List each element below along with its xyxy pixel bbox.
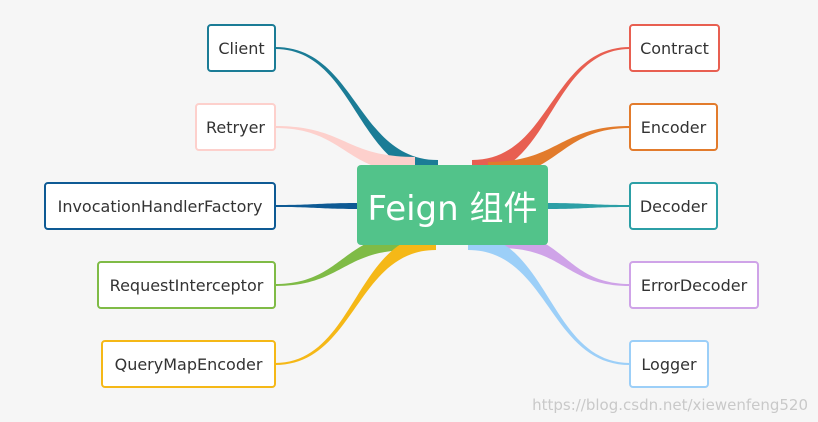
link-invocation-handler-factory	[275, 203, 360, 209]
link-error-decoder	[500, 232, 630, 286]
node-contract[interactable]: Contract	[629, 24, 720, 72]
link-client	[275, 47, 438, 176]
node-query-map-encoder[interactable]: QueryMapEncoder	[101, 340, 276, 388]
link-contract	[472, 47, 630, 176]
watermark-text: https://blog.csdn.net/xiewenfeng520	[532, 396, 808, 414]
node-invocation-handler-factory[interactable]: InvocationHandlerFactory	[44, 182, 276, 230]
link-request-interceptor	[275, 234, 410, 286]
node-client[interactable]: Client	[207, 24, 276, 72]
link-retryer	[275, 126, 415, 173]
node-error-decoder[interactable]: ErrorDecoder	[629, 261, 759, 309]
link-query-map-encoder	[275, 234, 436, 365]
node-encoder[interactable]: Encoder	[629, 103, 718, 151]
link-decoder	[546, 203, 630, 209]
node-retryer[interactable]: Retryer	[195, 103, 276, 151]
center-node[interactable]: Feign 组件	[357, 165, 548, 245]
node-decoder[interactable]: Decoder	[629, 182, 718, 230]
node-logger[interactable]: Logger	[629, 340, 709, 388]
link-logger	[468, 234, 630, 365]
node-request-interceptor[interactable]: RequestInterceptor	[97, 261, 276, 309]
